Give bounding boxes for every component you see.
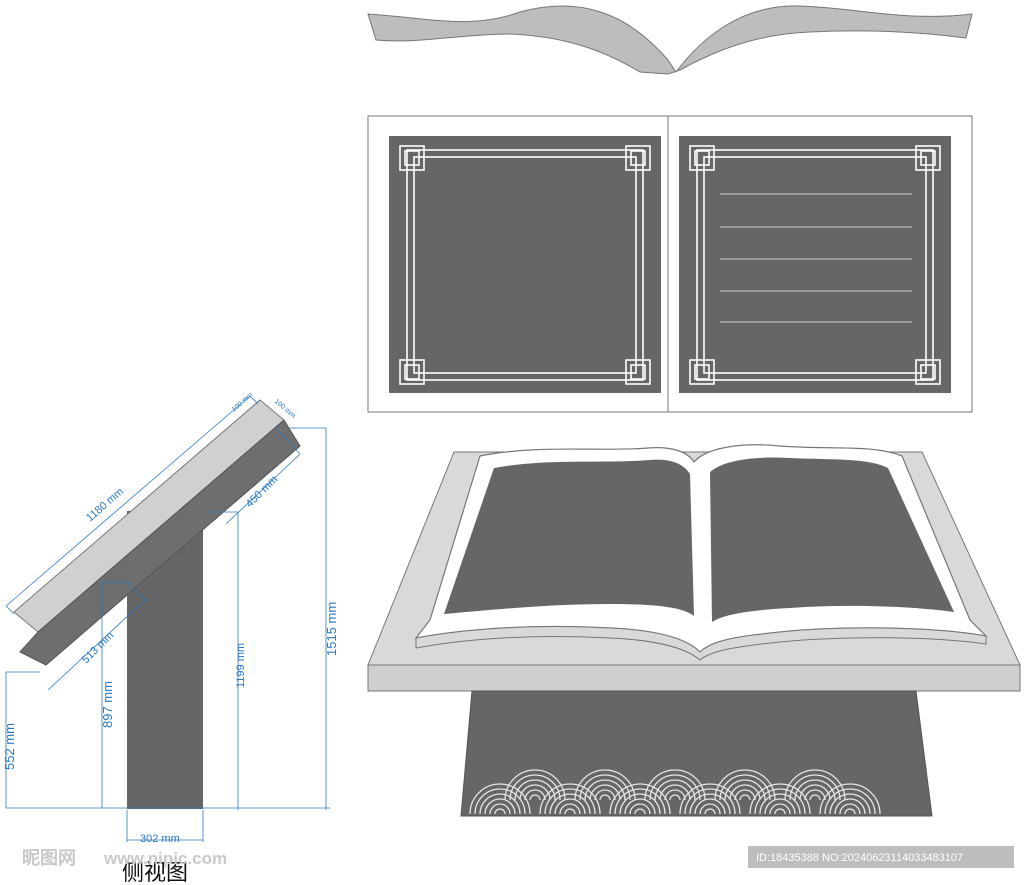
wave-arc <box>554 798 586 815</box>
wave-arc <box>504 769 566 801</box>
wave-arc <box>659 784 691 801</box>
lectern-board-base <box>19 419 301 666</box>
wave-arc <box>804 789 826 801</box>
wave-arc <box>794 779 836 801</box>
right-page <box>710 457 954 622</box>
left-page <box>444 459 694 616</box>
side-view: 1180 mm 100 mm 100 mm 450 mm 513 mm 897 … <box>2 392 339 885</box>
dim-total-height: 1515 mm <box>324 602 339 656</box>
wave-arc <box>654 779 696 801</box>
wave-arc <box>539 783 601 815</box>
wave-arc <box>584 779 626 801</box>
wave-arc <box>689 793 731 815</box>
wave-arc <box>644 769 706 801</box>
wave-arc <box>574 769 636 801</box>
wave-arc <box>479 793 521 815</box>
wave-arc <box>844 808 856 815</box>
wave-arc <box>829 793 871 815</box>
perspective-view <box>367 444 1021 817</box>
side-view-caption: 侧视图 <box>122 861 188 885</box>
wave-arc <box>524 789 546 801</box>
dim-board-length: 1180 mm <box>84 486 126 525</box>
dim-inner-offset: 513 mm <box>80 630 117 667</box>
wave-arc <box>559 803 581 815</box>
wave-arc <box>549 793 591 815</box>
dim-mid-height: 1199 mm <box>235 643 247 688</box>
wave-arc <box>714 769 776 801</box>
wave-arc <box>694 798 726 815</box>
wave-arc <box>624 798 656 815</box>
wave-arc <box>489 803 511 815</box>
book-top-view <box>367 5 973 75</box>
front-elevation <box>367 115 973 413</box>
wave-arc <box>734 789 756 801</box>
left-ornate-frame <box>399 145 651 385</box>
wave-arc <box>519 784 551 801</box>
dim-post-width: 302 mm <box>140 833 180 845</box>
site-url: www.nipic.com <box>103 849 227 868</box>
wave-arc <box>609 783 671 815</box>
wave-arc <box>809 794 821 801</box>
wave-arc <box>474 788 526 815</box>
wave-arc <box>684 788 736 815</box>
wave-arc <box>749 783 811 815</box>
wave-arc <box>704 808 716 815</box>
image-id: ID:18435388 NO:20240623114033483107 <box>756 852 963 864</box>
wave-arc <box>589 784 621 801</box>
wave-arc <box>669 794 681 801</box>
wave-arc <box>834 798 866 815</box>
wave-arc <box>769 803 791 815</box>
wave-arc <box>629 803 651 815</box>
right-panel-text-lines <box>720 193 912 323</box>
wave-arc <box>729 784 761 801</box>
wave-arc <box>774 808 786 815</box>
wave-arc <box>494 808 506 815</box>
wave-arc <box>529 794 541 801</box>
wave-arc <box>799 784 831 801</box>
left-panel <box>389 136 661 393</box>
wave-arc <box>594 789 616 801</box>
right-ornate-frame <box>689 145 941 385</box>
wave-arc <box>739 794 751 801</box>
wave-arc <box>784 769 846 801</box>
wave-arc <box>719 774 771 801</box>
wave-arc <box>679 783 741 815</box>
wave-arc <box>699 803 721 815</box>
wave-arc <box>759 793 801 815</box>
wave-arc <box>614 788 666 815</box>
wave-arc <box>664 789 686 801</box>
watermark: 昵图网 www.nipic.com ID:18435388 NO:2024062… <box>22 846 1014 868</box>
wave-arc <box>789 774 841 801</box>
wave-arc <box>469 783 531 815</box>
image-id-bar <box>748 846 1014 868</box>
wave-arc <box>764 798 796 815</box>
wave-arc <box>579 774 631 801</box>
wave-arc <box>634 808 646 815</box>
wave-arc <box>824 788 876 815</box>
wave-arc <box>509 774 561 801</box>
dim-low-edge-height: 552 mm <box>2 723 17 770</box>
wave-arc <box>724 779 766 801</box>
wave-arc <box>599 794 611 801</box>
right-panel <box>679 136 951 393</box>
wave-arc <box>819 783 881 815</box>
wave-arc <box>544 788 596 815</box>
wave-arc <box>564 808 576 815</box>
wave-pattern <box>469 769 881 815</box>
wave-arc <box>649 774 701 801</box>
wave-arc <box>484 798 516 815</box>
wave-arc <box>514 779 556 801</box>
wave-arc <box>754 788 806 815</box>
dim-post-height: 897 mm <box>100 681 115 728</box>
wave-arc <box>839 803 861 815</box>
wave-arc <box>619 793 661 815</box>
site-logo: 昵图网 <box>22 848 76 868</box>
